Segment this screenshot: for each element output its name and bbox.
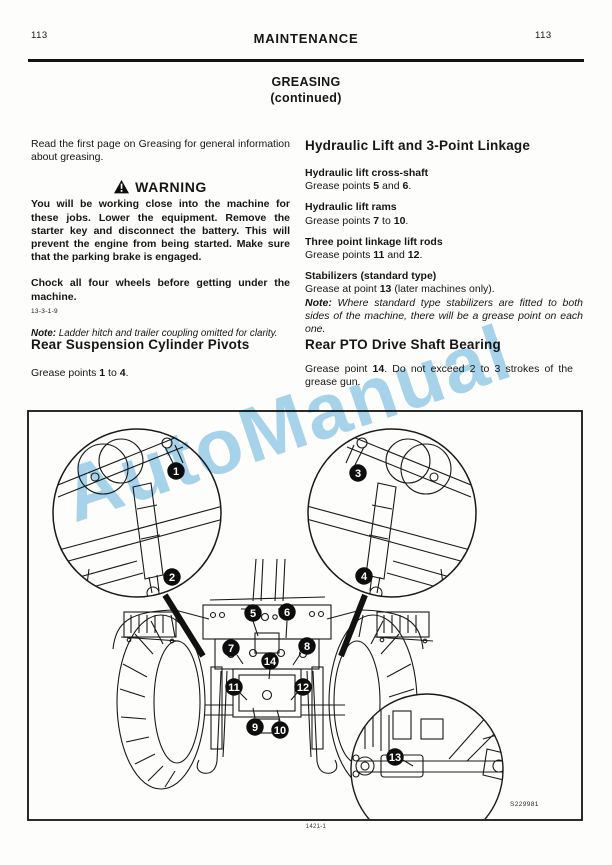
grease-point-badge-10: 10	[271, 721, 289, 739]
svg-text:8: 8	[304, 641, 310, 653]
grease-number: 7	[373, 214, 380, 227]
grease-points-7-10: Grease points 7 to 10.	[305, 215, 583, 228]
warning-label: WARNING	[135, 178, 207, 195]
grease-text: Grease points	[305, 180, 374, 193]
page-number-right: 113	[535, 30, 552, 41]
grease-point-badge-11: 11	[225, 678, 243, 696]
grease-text: Grease at point	[305, 283, 380, 296]
svg-text:4: 4	[361, 571, 368, 583]
grease-number: 4	[119, 367, 126, 379]
grease-point-13: Grease at point 13 (later machines only)…	[305, 283, 583, 296]
section-title: GREASING	[271, 75, 341, 89]
left-column: Read the first page on Greasing for gene…	[31, 138, 290, 353]
right-column: Hydraulic lift cross-shaft Grease points…	[305, 167, 583, 349]
header-rule	[28, 59, 584, 62]
grease-text: Grease points	[305, 249, 374, 262]
diagram-footer-code: 1421-1	[305, 824, 327, 830]
grease-points-1-4: Grease points 1 to 4.	[31, 367, 129, 379]
grease-text: .	[125, 367, 129, 379]
reference-code: 13-3-1-9	[31, 307, 58, 315]
grease-number: 10	[393, 214, 406, 227]
grease-point-badge-14: 14	[261, 652, 279, 670]
grease-text: to	[105, 367, 120, 379]
svg-text:7: 7	[228, 643, 234, 655]
grease-text: Grease points	[31, 367, 100, 379]
note-label: Note:	[305, 296, 332, 309]
pto-inset-circle	[350, 693, 504, 819]
diagram-image-code: S229981	[510, 801, 539, 808]
section-subtitle: (continued)	[270, 91, 342, 105]
grease-text: Grease point	[305, 363, 373, 375]
intro-paragraph: Read the first page on Greasing for gene…	[31, 138, 290, 164]
stabilizer-note: Note: Where standard type stabilizers ar…	[305, 297, 583, 337]
grease-points-5-6: Grease points 5 and 6.	[305, 180, 583, 193]
warning-paragraph-1: You will be working close into the machi…	[31, 198, 290, 264]
grease-point-badge-13: 13	[386, 748, 404, 766]
svg-text:11: 11	[228, 682, 240, 694]
svg-text:10: 10	[274, 725, 286, 737]
left-section-heading: Rear Suspension Cylinder Pivots	[31, 337, 250, 352]
grease-point-badge-6: 6	[278, 603, 296, 621]
grease-point-badge-4: 4	[355, 567, 373, 585]
svg-text:1: 1	[173, 466, 179, 478]
grease-number: 12	[407, 249, 420, 262]
grease-text: .	[419, 249, 423, 262]
grease-text: .	[408, 180, 412, 193]
grease-point-badge-3: 3	[349, 464, 367, 482]
grease-number: 11	[373, 249, 385, 262]
grease-point-badge-9: 9	[246, 718, 264, 736]
grease-text: .	[405, 214, 409, 227]
page-number-left: 113	[31, 30, 48, 41]
item-heading: Stabilizers (standard type)	[305, 270, 437, 283]
warning-heading: WARNING	[31, 180, 290, 194]
right-section-heading-1: Hydraulic Lift and 3-Point Linkage	[305, 138, 531, 153]
grease-point-badge-5: 5	[244, 604, 262, 622]
grease-text: to	[379, 214, 394, 227]
grease-text: and	[379, 180, 403, 193]
right-section-heading-2: Rear PTO Drive Shaft Bearing	[305, 337, 501, 352]
grease-number: 1	[99, 367, 106, 379]
warning-paragraph-2: Chock all four wheels before getting und…	[31, 277, 290, 303]
grease-point-badge-2: 2	[163, 568, 181, 586]
grease-text: . Do not exceed 2 to 3 strokes of the gr…	[305, 363, 573, 389]
grease-text: (later machines only).	[391, 283, 495, 296]
svg-text:12: 12	[297, 682, 309, 694]
grease-point-badge-12: 12	[294, 678, 312, 696]
svg-text:14: 14	[264, 656, 277, 668]
item-heading: Three point linkage lift rods	[305, 235, 443, 248]
note-text: Where standard type stabilizers are fitt…	[305, 296, 583, 336]
grease-text: Grease points	[305, 214, 374, 227]
grease-point-badge-8: 8	[298, 637, 316, 655]
item-heading: Hydraulic lift cross-shaft	[305, 167, 429, 179]
grease-points-11-12: Grease points 11 and 12.	[305, 249, 583, 262]
grease-number: 5	[373, 180, 380, 193]
svg-text:9: 9	[252, 722, 258, 734]
svg-text:2: 2	[169, 572, 175, 584]
grease-text: and	[384, 249, 408, 262]
note-text: Ladder hitch and trailer coupling omitte…	[56, 328, 278, 340]
item-heading: Hydraulic lift rams	[305, 201, 397, 214]
svg-text:13: 13	[389, 752, 401, 764]
grease-number: 6	[402, 180, 409, 193]
svg-text:3: 3	[355, 468, 361, 480]
pto-paragraph: Grease point 14. Do not exceed 2 to 3 st…	[305, 363, 573, 389]
svg-text:5: 5	[250, 608, 256, 620]
note-label: Note:	[31, 328, 57, 340]
grease-number: 14	[372, 363, 385, 375]
grease-number: 13	[379, 283, 392, 296]
grease-point-badges: 1 2 3 4 5 6 7 8 9 10 11 12 13 14	[163, 462, 404, 766]
warning-triangle-icon	[114, 180, 130, 194]
page-title: MAINTENANCE	[253, 31, 359, 46]
note-paragraph: Note: Ladder hitch and trailer coupling …	[31, 327, 290, 340]
svg-text:6: 6	[284, 607, 290, 619]
grease-point-badge-1: 1	[167, 462, 185, 480]
grease-points-diagram: 1 2 3 4 5 6 7 8 9 10 11 12 13 14 S229981	[27, 410, 583, 821]
grease-point-badge-7: 7	[222, 639, 240, 657]
